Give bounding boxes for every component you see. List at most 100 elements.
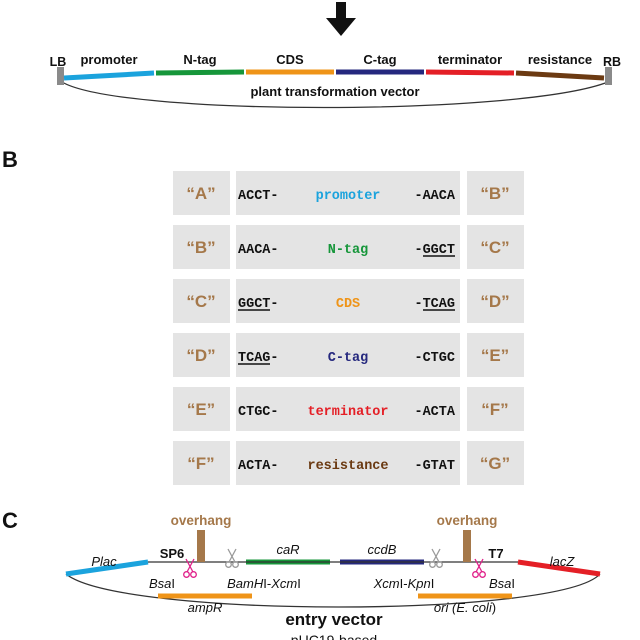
scissors-icon: [429, 548, 443, 568]
lacz-label: lacZ: [550, 554, 576, 569]
xcmi-kpni-label: XcmI-KpnI: [373, 576, 435, 591]
module-box: [236, 441, 460, 485]
plac-segment: [65, 559, 149, 577]
segment-promoter: [63, 70, 155, 81]
ampr-label: ampR: [188, 600, 223, 615]
left-tag: “B”: [186, 238, 215, 257]
left-tag: “F”: [187, 454, 214, 473]
segment-label-resistance: resistance: [528, 52, 592, 67]
overhang-row: “A” ACCT-promoter -AACA “B”: [173, 171, 524, 215]
bamhi-xcmi-label: BamHI-XcmI: [227, 576, 301, 591]
left-tag-box: [173, 225, 230, 269]
plac-label: Plac: [91, 554, 117, 569]
right-tag-box: [467, 441, 524, 485]
segment-label-promoter: promoter: [80, 52, 137, 67]
segment-ntag: [155, 69, 245, 76]
module-box: [236, 171, 460, 215]
overhang-row: “E” CTGC-terminator -ACTA “F”: [173, 387, 524, 431]
module-name: promoter: [316, 189, 381, 204]
module-box: [236, 387, 460, 431]
overhang-row: “C” GGCT- CDS -TCAG “D”: [173, 279, 524, 323]
module-box: [236, 333, 460, 377]
t7-label: T7: [488, 546, 503, 561]
left-tag: “D”: [186, 346, 215, 365]
rb-marker: [605, 67, 612, 85]
segment-resistance: [515, 70, 605, 81]
right-tag-box: [467, 171, 524, 215]
lacz-segment: [517, 559, 601, 577]
panel-a: LB RB promoter N-tag CDS C-tag terminator res…: [50, 2, 621, 109]
ccdb-label: ccdB: [368, 542, 397, 557]
left-tag: “C”: [186, 292, 215, 311]
segment-label-terminator: terminator: [438, 52, 502, 67]
overhang-post-left: [197, 530, 205, 562]
bsai-right-label: BsaI: [489, 576, 515, 591]
panel-b-letter: B: [2, 147, 18, 172]
module-box: [236, 279, 460, 323]
right-tag-box: [467, 333, 524, 377]
segment-label-cds: CDS: [276, 52, 304, 67]
left-tag-box: [173, 279, 230, 323]
right-tag: “B”: [480, 184, 509, 203]
bsai-left-label: BsaI: [149, 576, 175, 591]
overhang-row: “F” ACTA-resistance -GTAT “G”: [173, 441, 524, 485]
right-tag-box: [467, 387, 524, 431]
insertion-arrow: [326, 2, 356, 36]
overhang-table: “A” ACCT-promoter -AACA “B” “B” AACA- N-tag -GG…: [173, 171, 524, 485]
overhang-post-right: [463, 530, 471, 562]
puc-label: pUC19-based: [291, 632, 377, 640]
left-sequence: TCAG-: [238, 351, 279, 366]
segment-terminator: [425, 69, 515, 76]
module-name: N-tag: [328, 243, 369, 258]
lb-label: LB: [50, 55, 67, 69]
right-tag-box: [467, 279, 524, 323]
right-sequence: -GGCT: [414, 243, 455, 258]
segment-label-ctag: C-tag: [363, 52, 396, 67]
right-tag: “D”: [480, 292, 509, 311]
left-sequence: ACCT-: [238, 189, 279, 204]
left-tag: “E”: [187, 400, 215, 419]
rb-label: RB: [603, 55, 621, 69]
left-tag-box: [173, 171, 230, 215]
ori-label: ori (E. coli): [434, 600, 496, 615]
vector-backbone-c: [65, 573, 601, 608]
module-segments: promoter N-tag CDS C-tag terminator resistanc…: [63, 52, 605, 81]
segment-label-ntag: N-tag: [183, 52, 216, 67]
left-tag-box: [173, 387, 230, 431]
module-box: [236, 225, 460, 269]
sp6-label: SP6: [160, 546, 185, 561]
vector-backbone-a: [61, 81, 609, 109]
right-tag: “G”: [480, 454, 510, 473]
right-sequence: -GTAT: [414, 459, 455, 474]
overhang-row: “D” TCAG- C-tag -CTGC “E”: [173, 333, 524, 377]
left-sequence: GGCT-: [238, 297, 279, 312]
right-tag: “E”: [481, 346, 509, 365]
right-sequence: -TCAG: [414, 297, 455, 312]
lb-marker: [57, 67, 64, 85]
left-sequence: ACTA-: [238, 459, 279, 474]
right-tag-box: [467, 225, 524, 269]
left-tag-box: [173, 441, 230, 485]
right-sequence: -ACTA: [414, 405, 455, 420]
right-sequence: -CTGC: [414, 351, 455, 366]
overhang-label-left: overhang: [171, 513, 232, 528]
module-name: resistance: [307, 459, 388, 474]
module-name: terminator: [307, 405, 388, 420]
left-tag: “A”: [186, 184, 215, 203]
left-sequence: CTGC-: [238, 405, 279, 420]
module-name: C-tag: [328, 351, 369, 366]
overhang-row: “B” AACA- N-tag -GGCT “C”: [173, 225, 524, 269]
vector-label-a: plant transformation vector: [250, 84, 419, 99]
scissors-icon: [225, 548, 239, 568]
right-tag: “C”: [480, 238, 509, 257]
left-sequence: AACA-: [238, 243, 279, 258]
right-sequence: -AACA: [414, 189, 455, 204]
left-tag-box: [173, 333, 230, 377]
panel-c: C overhang overhang Plac SP6 caR ccdB T7…: [2, 508, 601, 640]
right-tag: “F”: [481, 400, 508, 419]
overhang-label-right: overhang: [437, 513, 498, 528]
entry-vector-label: entry vector: [285, 610, 383, 629]
module-name: CDS: [336, 297, 360, 312]
